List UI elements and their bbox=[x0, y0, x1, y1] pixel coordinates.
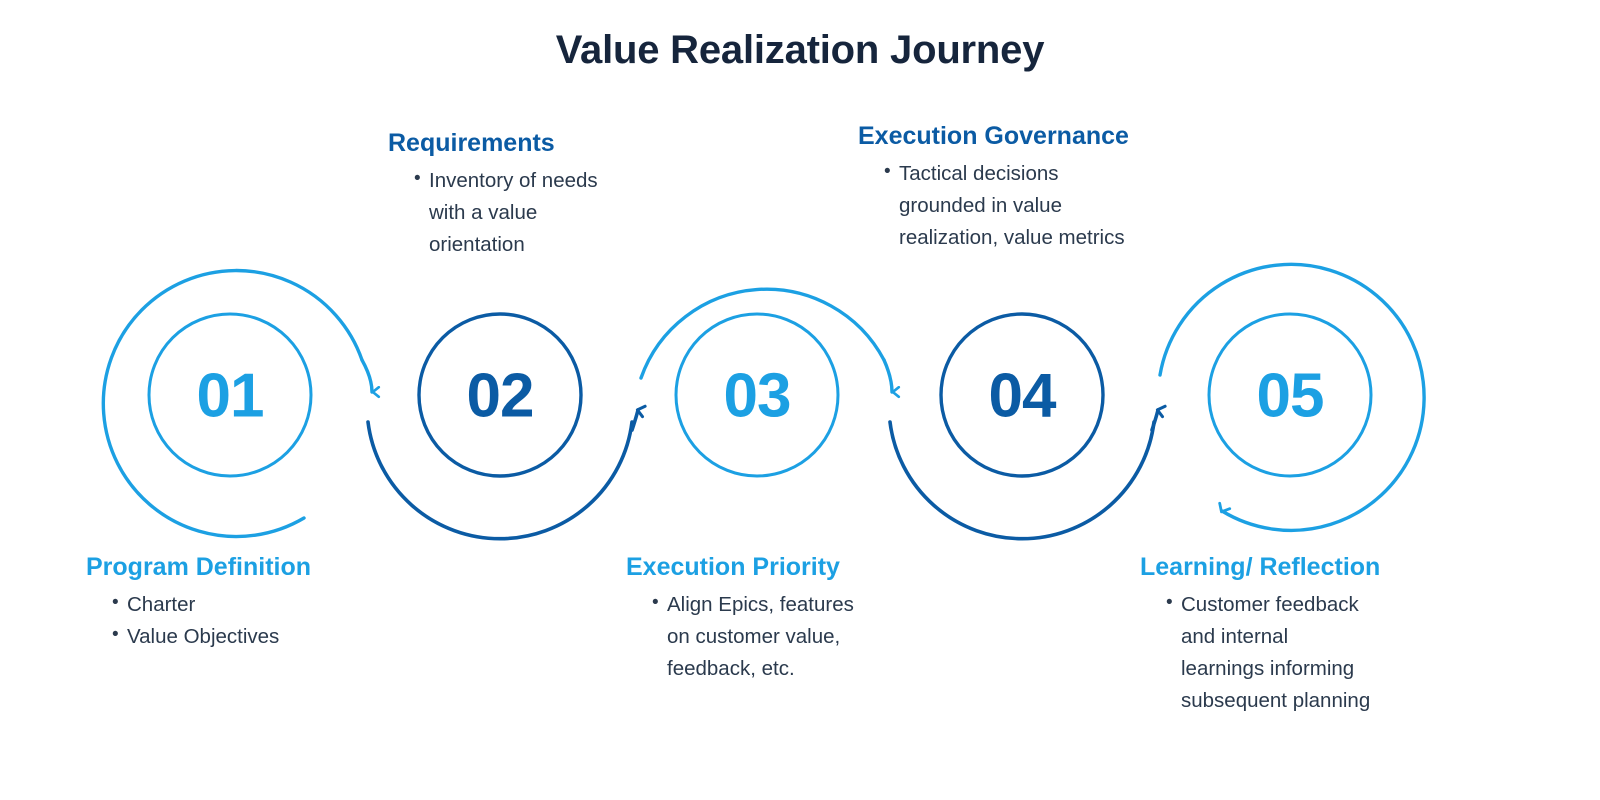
bullet-line: subsequent planning bbox=[1181, 688, 1371, 712]
step-04-label-block: Execution Governance Tactical decisions … bbox=[858, 122, 1129, 254]
list-item: Align Epics, features on customer value,… bbox=[652, 588, 854, 685]
step-04-outer-arc bbox=[888, 420, 1156, 541]
list-item: Value Objectives bbox=[112, 620, 311, 653]
step-02-inner-circle bbox=[417, 312, 583, 478]
list-item: Inventory of needs with a value orientat… bbox=[414, 164, 598, 261]
bullet-line: and internal bbox=[1181, 624, 1289, 648]
step-02-number: 02 bbox=[466, 361, 535, 431]
list-item: Customer feedback and internal learnings… bbox=[1166, 588, 1380, 717]
bullet-line: learnings informing bbox=[1181, 656, 1355, 680]
arrow-04-to-05 bbox=[1150, 404, 1167, 432]
bullet-line: orientation bbox=[429, 232, 525, 256]
bullet-line: Customer feedback bbox=[1181, 592, 1359, 616]
step-04-number: 04 bbox=[988, 361, 1057, 431]
step-03-heading: Execution Priority bbox=[626, 553, 840, 581]
bullet-line: with a value bbox=[429, 200, 538, 224]
step-05-inner-circle bbox=[1207, 312, 1373, 478]
page-title: Value Realization Journey bbox=[555, 28, 1045, 72]
step-01-label-block: Program Definition Charter Value Objecti… bbox=[86, 553, 311, 653]
step-01-outer-arc bbox=[101, 268, 364, 539]
step-02-bullet-list: Inventory of needs with a value orientat… bbox=[388, 164, 598, 261]
step-02-outer-arc bbox=[366, 420, 634, 541]
arrow-02-to-03 bbox=[630, 404, 647, 432]
step-05-heading: Learning/ Reflection bbox=[1140, 553, 1381, 581]
bullet-line: grounded in value bbox=[899, 193, 1062, 217]
step-02-heading: Requirements bbox=[388, 129, 555, 157]
list-item: Charter bbox=[112, 588, 311, 621]
step-01-number: 01 bbox=[196, 361, 265, 431]
step-02-label-block: Requirements Inventory of needs with a v… bbox=[388, 129, 598, 261]
step-05-number: 05 bbox=[1256, 361, 1325, 431]
step-05-label-block: Learning/ Reflection Customer feedback a… bbox=[1140, 553, 1380, 717]
step-04-heading: Execution Governance bbox=[858, 122, 1129, 150]
bullet-line: Inventory of needs bbox=[429, 168, 598, 192]
arrow-03-to-04 bbox=[882, 358, 892, 392]
bullet-line: feedback, etc. bbox=[667, 656, 795, 680]
bullet-line: on customer value, bbox=[667, 624, 841, 648]
step-01-bullet-list: Charter Value Objectives bbox=[86, 588, 311, 653]
bullet-line: realization, value metrics bbox=[899, 225, 1125, 249]
step-04-inner-circle bbox=[939, 312, 1105, 478]
step-01-inner-circle bbox=[147, 312, 313, 478]
step-03-bullet-list: Align Epics, features on customer value,… bbox=[626, 588, 854, 685]
step-05-bullet-list: Customer feedback and internal learnings… bbox=[1140, 588, 1380, 717]
step-05-outer-arc bbox=[1158, 262, 1426, 533]
arrow-01-to-02 bbox=[360, 358, 372, 392]
bullet-line: Align Epics, features bbox=[667, 592, 854, 616]
step-03-inner-circle bbox=[674, 312, 840, 478]
step-04-bullet-list: Tactical decisions grounded in value rea… bbox=[858, 157, 1129, 254]
step-01-heading: Program Definition bbox=[86, 553, 312, 581]
bullet-line: Tactical decisions bbox=[899, 161, 1059, 185]
list-item: Tactical decisions grounded in value rea… bbox=[884, 157, 1129, 254]
step-03-outer-arc bbox=[639, 287, 886, 380]
step-03-number: 03 bbox=[723, 361, 792, 431]
step-03-label-block: Execution Priority Align Epics, features… bbox=[626, 553, 854, 685]
